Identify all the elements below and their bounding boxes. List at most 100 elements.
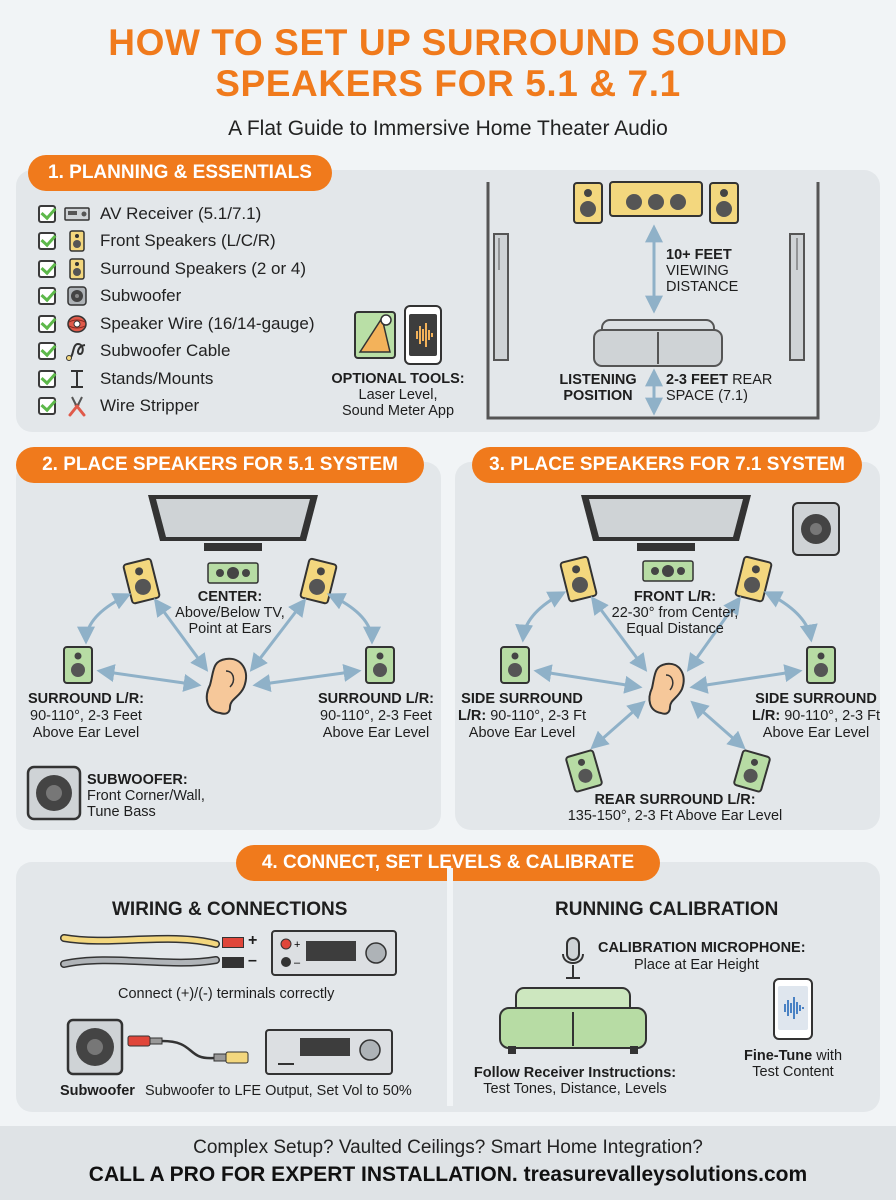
room-layout-diagram	[486, 181, 820, 420]
checkbox-checked-icon[interactable]	[38, 342, 56, 361]
optional-tools-title: OPTIONAL TOOLS:	[331, 371, 465, 387]
listening-position-line-1: LISTENING	[559, 372, 637, 388]
rear-surround-left-speaker-icon	[565, 749, 603, 793]
follow-title: Follow Receiver Instructions:	[473, 1065, 677, 1081]
svg-text:+: +	[294, 939, 300, 951]
checklist-label: Front Speakers (L/C/R)	[100, 231, 276, 251]
sound-meter-app-icon	[404, 305, 442, 365]
calibration-microphone-icon	[562, 937, 584, 979]
diagram-7-1	[500, 495, 840, 793]
subwoofer-icon	[792, 502, 840, 556]
av-receiver-icon: + –	[271, 930, 397, 976]
ear-icon	[648, 662, 685, 715]
checklist-item[interactable]: Wire Stripper	[38, 393, 315, 421]
section-3-label: 3. PLACE SPEAKERS FOR 7.1 SYSTEM	[472, 447, 862, 483]
rear-space-rest: REAR	[728, 372, 773, 388]
mic-line: Place at Ear Height	[634, 957, 759, 973]
side-surround-left-speaker-icon	[500, 646, 530, 684]
black-terminal	[222, 957, 244, 968]
front-left-speaker	[573, 182, 603, 224]
panel-divider	[447, 868, 453, 1106]
checkbox-checked-icon[interactable]	[38, 287, 56, 306]
checklist-label: Wire Stripper	[100, 396, 200, 416]
rear-surround-right-speaker-icon	[733, 749, 771, 793]
stand-icon	[64, 368, 90, 390]
speaker-wire-graphic	[60, 934, 220, 968]
laser-level-icon	[354, 311, 396, 359]
optional-tools-line-1: Laser Level,	[358, 387, 438, 403]
fine-tune-bold: Fine-Tune	[743, 1048, 813, 1064]
subwoofer-caption: Subwoofer to LFE Output, Set Vol to 50%	[145, 1083, 412, 1099]
front-lr-line-1: 22-30° from Center,	[611, 605, 739, 621]
wire-spool-icon	[64, 313, 90, 335]
surround-speaker-icon	[64, 258, 90, 280]
receiver-icon	[64, 203, 90, 225]
mic-title: CALIBRATION MICROPHONE:	[598, 940, 806, 956]
svg-text:–: –	[294, 957, 301, 969]
surround-left-title: SURROUND L/R:	[28, 691, 144, 707]
checklist-item[interactable]: Front Speakers (L/C/R)	[38, 228, 315, 256]
minus-sign: –	[248, 952, 257, 969]
viewing-distance-bold: 10+ FEET	[666, 247, 732, 263]
essentials-checklist: AV Receiver (5.1/7.1) Front Speakers (L/…	[38, 200, 315, 420]
center-title: CENTER:	[197, 589, 263, 605]
side-surround-right-bold: L/R:	[751, 708, 781, 724]
rear-space-bold: 2-3 FEET	[666, 372, 729, 388]
page-title: HOW TO SET UP SURROUND SOUND SPEAKERS FO…	[0, 22, 896, 104]
rear-surround-line-1: 135-150°, 2-3 Ft Above Ear Level	[567, 808, 783, 824]
checkbox-checked-icon[interactable]	[38, 369, 56, 388]
checklist-label: Surround Speakers (2 or 4)	[100, 258, 306, 278]
wire-stripper-icon	[64, 395, 90, 417]
checkbox-checked-icon[interactable]	[38, 397, 56, 416]
checklist-item[interactable]: AV Receiver (5.1/7.1)	[38, 200, 315, 228]
rear-surround-title: REAR SURROUND L/R:	[594, 792, 756, 808]
smartphone-icon	[773, 978, 813, 1040]
cable-icon	[64, 340, 90, 362]
diagram-5-1	[26, 495, 395, 821]
checklist-item[interactable]: Speaker Wire (16/14-gauge)	[38, 310, 315, 338]
checklist-label: Subwoofer Cable	[100, 341, 231, 361]
rear-space-line-1: 2-3 FEET REAR	[666, 372, 772, 389]
checklist-item[interactable]: Surround Speakers (2 or 4)	[38, 255, 315, 283]
checkbox-checked-icon[interactable]	[38, 232, 56, 251]
side-surround-left-line-3: Above Ear Level	[468, 725, 576, 741]
subwoofer-icon	[66, 1018, 124, 1076]
side-surround-right-speaker-icon	[806, 646, 836, 684]
page-subtitle: A Flat Guide to Immersive Home Theater A…	[228, 117, 668, 140]
footer-cta[interactable]: CALL A PRO FOR EXPERT INSTALLATION. trea…	[88, 1163, 808, 1186]
subwoofer-title: SUBWOOFER:	[87, 772, 188, 788]
title-line-1: HOW TO SET UP SURROUND SOUND	[108, 22, 788, 63]
checklist-label: AV Receiver (5.1/7.1)	[100, 203, 262, 223]
follow-line: Test Tones, Distance, Levels	[483, 1081, 667, 1097]
front-right-speaker-icon	[734, 555, 773, 603]
side-surround-left-rest: 90-110°, 2-3 Ft	[486, 708, 587, 724]
surround-left-line-1: 90-110°, 2-3 Feet	[30, 708, 142, 724]
front-right-speaker-icon	[299, 557, 338, 605]
subwoofer-line-1: Front Corner/Wall,	[87, 788, 205, 804]
checklist-item[interactable]: Subwoofer Cable	[38, 338, 315, 366]
checklist-item[interactable]: Stands/Mounts	[38, 365, 315, 393]
side-surround-right-line-3: Above Ear Level	[762, 725, 870, 741]
fine-tune-line-1: Fine-Tune with	[728, 1048, 858, 1065]
checkbox-checked-icon[interactable]	[38, 314, 56, 333]
center-line-1: Above/Below TV,	[175, 605, 285, 621]
checkbox-checked-icon[interactable]	[38, 259, 56, 278]
rca-cable-graphic	[127, 1035, 249, 1064]
side-surround-left-bold: L/R:	[457, 708, 487, 724]
front-left-speaker-icon	[559, 555, 598, 603]
checkbox-checked-icon[interactable]	[38, 204, 56, 223]
checklist-item[interactable]: Subwoofer	[38, 283, 315, 311]
title-line-2: SPEAKERS FOR 5.1 & 7.1	[215, 63, 681, 104]
terminals-caption: Connect (+)/(-) terminals correctly	[118, 986, 335, 1002]
checklist-label: Speaker Wire (16/14-gauge)	[100, 313, 315, 333]
front-lr-line-2: Equal Distance	[626, 621, 724, 637]
couch-icon	[499, 987, 647, 1054]
surround-left-speaker-icon	[63, 646, 93, 684]
tv-icon	[581, 495, 751, 551]
side-surround-right-line-2: L/R: 90-110°, 2-3 Ft	[746, 708, 886, 725]
surround-right-title: SURROUND L/R:	[318, 691, 434, 707]
viewing-distance-line-3: DISTANCE	[666, 279, 739, 295]
optional-tools-line-2: Sound Meter App	[341, 403, 455, 419]
av-receiver-icon	[265, 1029, 393, 1075]
front-speaker-icon	[64, 230, 90, 252]
